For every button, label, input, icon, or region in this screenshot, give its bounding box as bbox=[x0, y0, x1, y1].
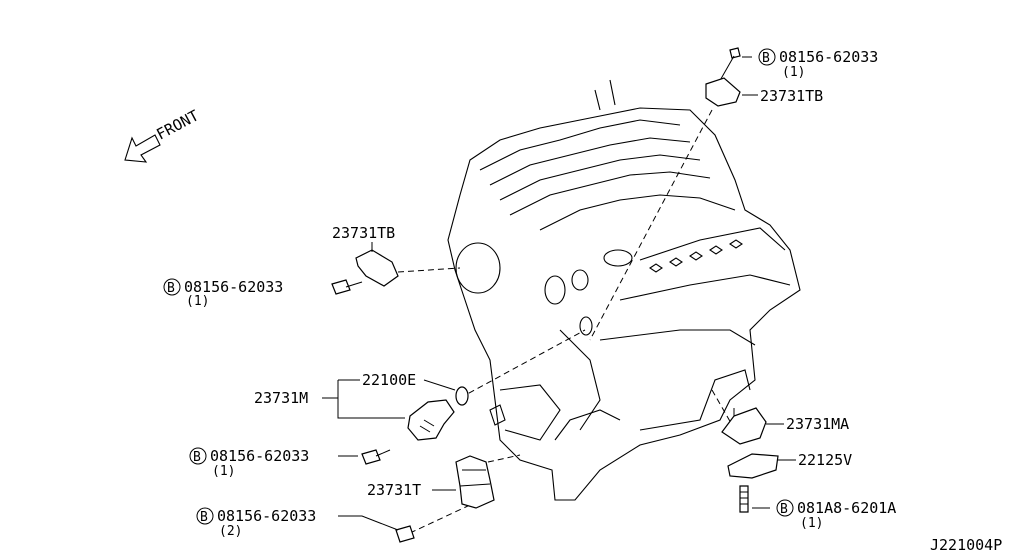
front-label: FRONT bbox=[153, 106, 201, 143]
label-b-low-qty: (2) bbox=[219, 524, 242, 539]
label-m[interactable]: 23731M bbox=[254, 389, 308, 407]
label-b-top-part[interactable]: 08156-62033 bbox=[779, 48, 878, 66]
sensor-tb-left-part[interactable] bbox=[355, 249, 399, 287]
sensor-m-part[interactable] bbox=[407, 399, 455, 441]
engine-block bbox=[447, 79, 801, 501]
bracket-v-part[interactable] bbox=[727, 453, 779, 479]
b-marker-low: B bbox=[200, 510, 208, 525]
label-e[interactable]: 22100E bbox=[362, 371, 416, 389]
o-ring-e-part[interactable] bbox=[455, 386, 469, 406]
b-marker-left: B bbox=[167, 281, 175, 296]
diagram-code: J221004P bbox=[930, 536, 1002, 554]
sensor-ma-part[interactable] bbox=[721, 407, 767, 445]
dashed-leaders bbox=[397, 109, 736, 534]
sensor-t-part[interactable] bbox=[455, 455, 495, 509]
label-b-right-part[interactable]: 081A8-6201A bbox=[797, 499, 896, 517]
label-tb-top[interactable]: 23731TB bbox=[760, 87, 823, 105]
label-b-mid-part[interactable]: 08156-62033 bbox=[210, 447, 309, 465]
bolt-right-part[interactable] bbox=[739, 485, 749, 513]
label-b-left-qty: (1) bbox=[186, 294, 209, 309]
label-b-low-part[interactable]: 08156-62033 bbox=[217, 507, 316, 525]
b-marker-top: B bbox=[762, 51, 770, 66]
label-ma[interactable]: 23731MA bbox=[786, 415, 849, 433]
label-tb-left[interactable]: 23731TB bbox=[332, 224, 395, 242]
label-b-left-part[interactable]: 08156-62033 bbox=[184, 278, 283, 296]
b-marker-right: B bbox=[780, 502, 788, 517]
front-arrow-icon bbox=[124, 134, 161, 163]
label-b-top-qty: (1) bbox=[782, 65, 805, 80]
bolt-low-part[interactable] bbox=[395, 525, 415, 543]
sensor-tb-top-part[interactable] bbox=[705, 77, 741, 107]
bolt-mid-part[interactable] bbox=[361, 449, 391, 465]
label-t[interactable]: 23731T bbox=[367, 481, 421, 499]
bolt-top-part[interactable] bbox=[717, 47, 741, 85]
b-marker-mid: B bbox=[193, 450, 201, 465]
label-b-right-qty: (1) bbox=[800, 516, 823, 531]
bolt-left-part[interactable] bbox=[331, 279, 363, 295]
bolt-symbol-icon bbox=[163, 48, 794, 525]
label-b-mid-qty: (1) bbox=[212, 464, 235, 479]
label-v[interactable]: 22125V bbox=[798, 451, 852, 469]
